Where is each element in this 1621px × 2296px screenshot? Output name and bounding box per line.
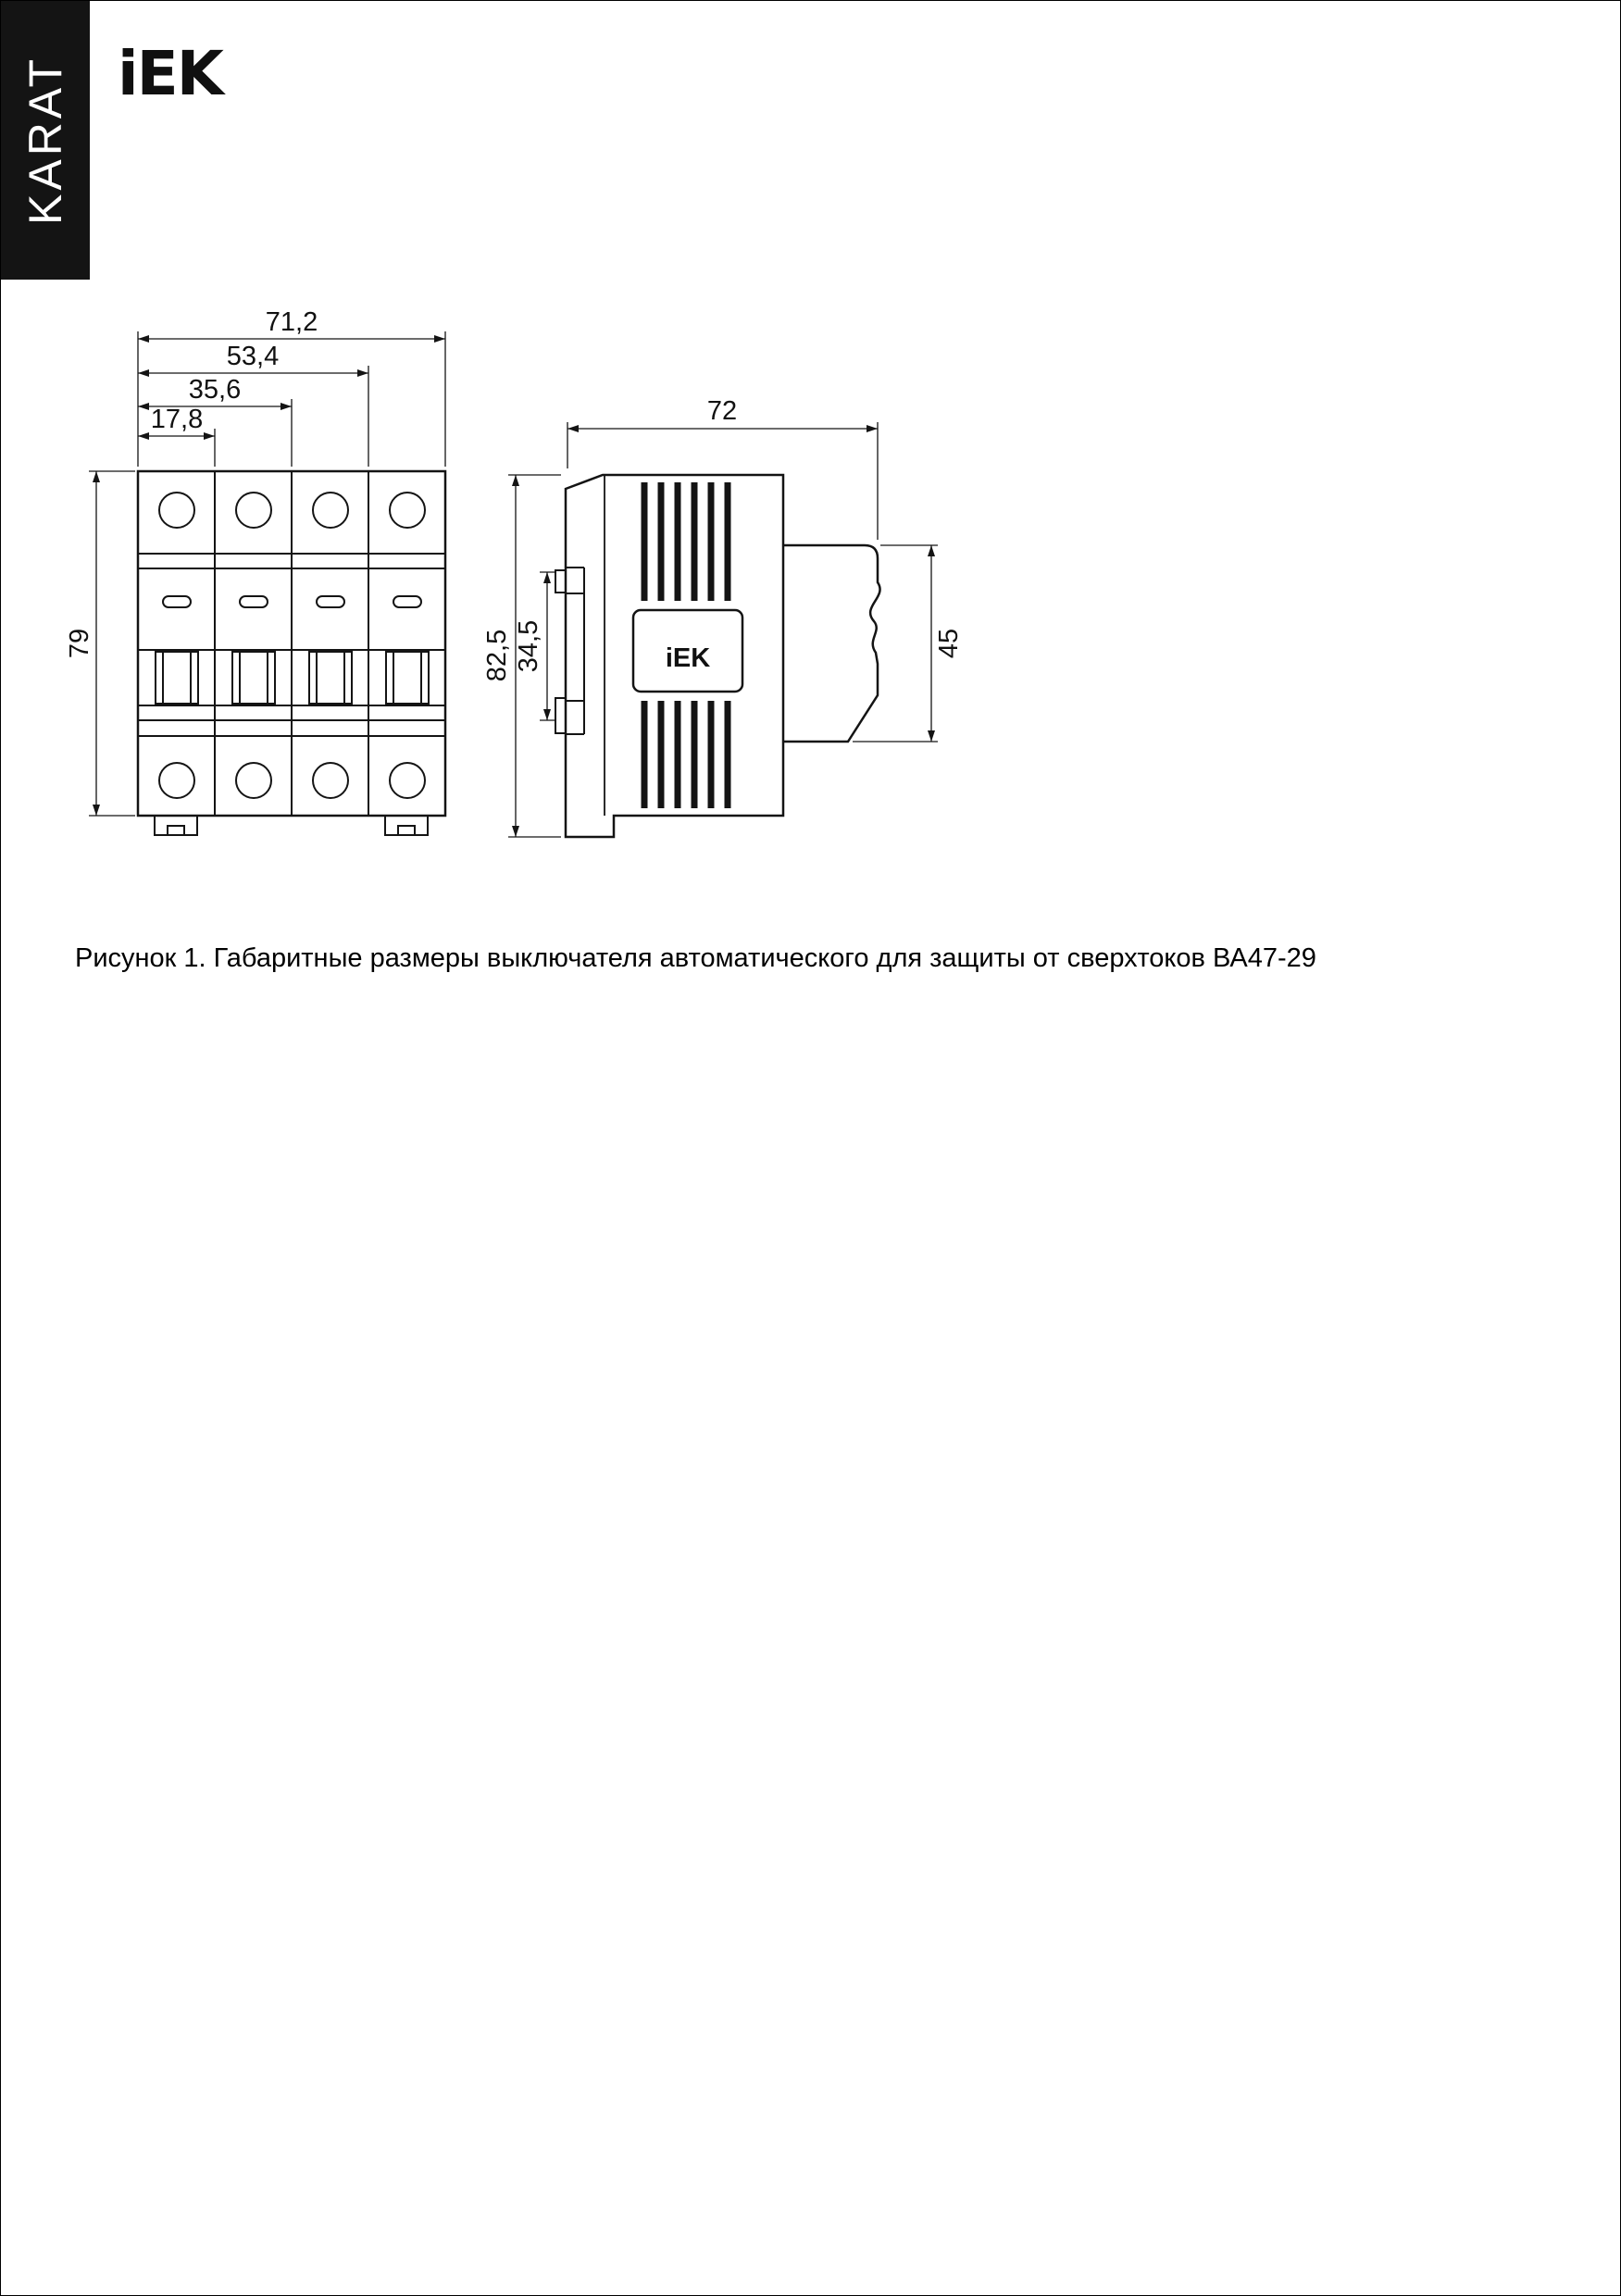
label-window xyxy=(393,595,422,608)
terminal-screw xyxy=(158,492,195,529)
din-clip xyxy=(384,815,429,836)
terminal-screw xyxy=(235,492,272,529)
body-logo-plate: iEK xyxy=(631,608,744,693)
dim-label-depth: 72 xyxy=(707,396,737,426)
figure-caption: Рисунок 1. Габаритные размеры выключател… xyxy=(75,943,1316,973)
label-window xyxy=(316,595,345,608)
vent-ridges-top xyxy=(641,482,731,601)
dim-label-front-face-height: 45 xyxy=(934,629,964,658)
dim-label-1pole-width: 17,8 xyxy=(151,405,203,434)
terminal-screw xyxy=(312,762,349,799)
front-face-profile xyxy=(783,543,881,743)
terminal-screw xyxy=(235,762,272,799)
dim-label-front-height: 79 xyxy=(65,629,94,658)
label-window xyxy=(239,595,268,608)
body-iek-logo: iEK xyxy=(666,643,710,673)
dim-label-2pole-width: 35,6 xyxy=(189,375,241,405)
dimension-drawing: 71,2 53,4 35,6 17,8 79 xyxy=(65,307,964,839)
label-window xyxy=(162,595,192,608)
front-view xyxy=(136,469,447,836)
terminal-screw xyxy=(312,492,349,529)
side-view: iEK xyxy=(555,473,881,839)
iek-logo: iEK xyxy=(118,38,224,109)
dim-label-rail-zone: 34,5 xyxy=(514,620,543,672)
dim-label-side-height: 82,5 xyxy=(482,630,512,681)
brand-banner: KARAT xyxy=(1,1,90,280)
terminal-screw xyxy=(158,762,195,799)
dim-label-total-width: 71,2 xyxy=(266,307,318,337)
toggle-handles xyxy=(155,651,430,705)
dim-label-3pole-width: 53,4 xyxy=(227,342,279,371)
din-rail-channel xyxy=(555,567,585,735)
side-view-dimensions: 72 82,5 34,5 45 xyxy=(482,396,964,838)
front-view-dimensions: 71,2 53,4 35,6 17,8 79 xyxy=(65,307,446,817)
terminal-screw xyxy=(389,762,426,799)
vent-ridges-bottom xyxy=(641,701,731,808)
din-clip xyxy=(154,815,198,836)
terminal-screw xyxy=(389,492,426,529)
